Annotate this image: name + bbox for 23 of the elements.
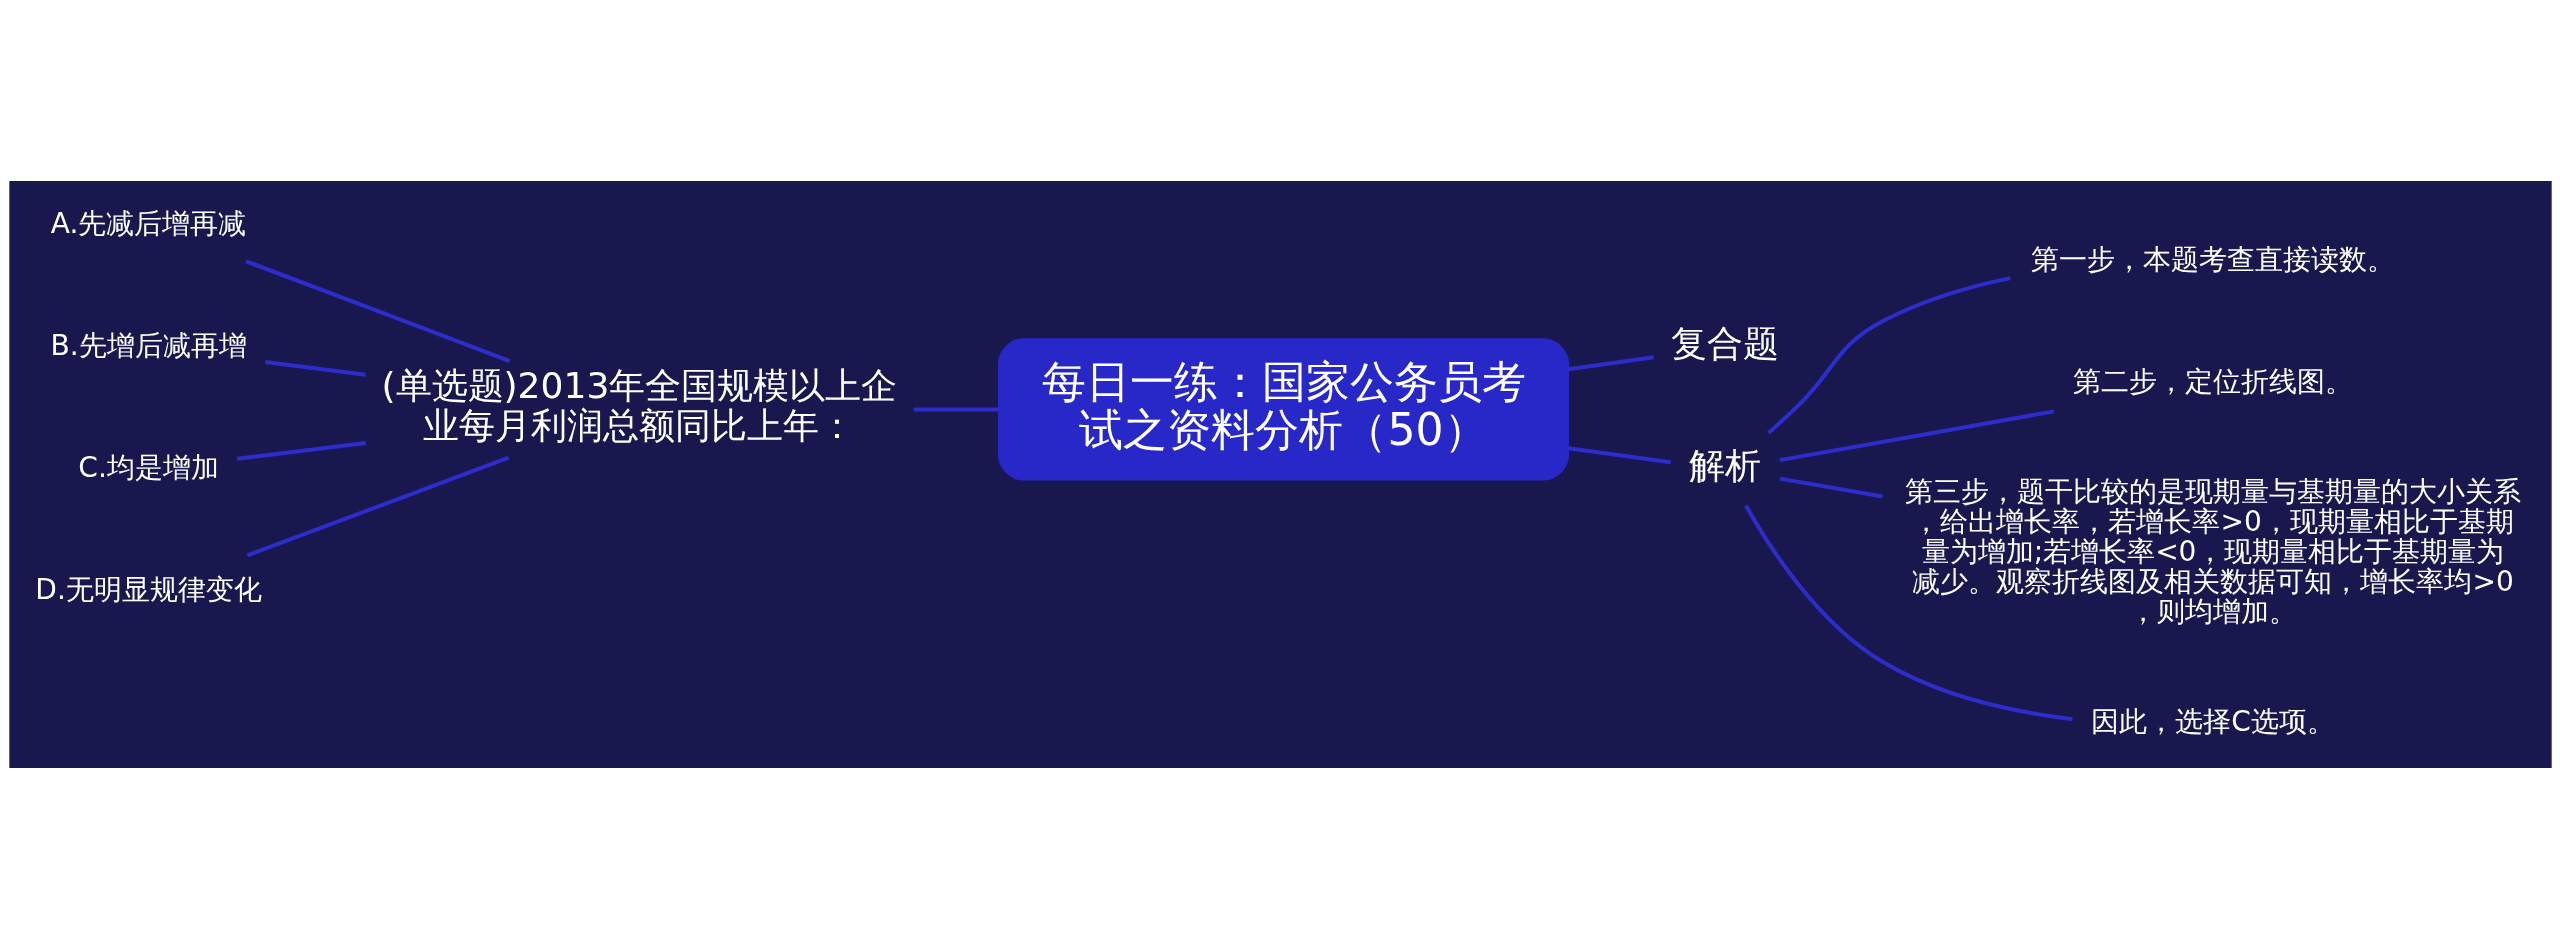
node-text: 因此，选择C选项。 — [2090, 705, 2335, 739]
node-text: D.无明显规律变化 — [34, 573, 262, 607]
node-text: 第二步，定位折线图。 — [2072, 364, 2353, 398]
connector — [1779, 409, 2054, 463]
connector — [236, 440, 366, 461]
node-text: A.先减后增再减 — [50, 206, 246, 240]
node-text: 第三步，题干比较的是现期量与基期量的大小关系，给出增长率，若增长率>0，现期量相比于基期量为增加;若增长率<0，现期量相比于基期量为减少。观察折线图及相关数据可知，增长率均>0，则均增加。 — [1904, 474, 2521, 629]
connector — [1567, 355, 1654, 372]
connector — [1743, 504, 2073, 722]
connector — [244, 259, 510, 363]
node-box: 每日一练：国家公务员考试之资料分析（50） — [997, 338, 1569, 481]
connector — [1766, 276, 2010, 435]
connector — [246, 455, 509, 558]
node-text: (单选题)2013年全国规模以上企业每月利润总额同比上年： — [380, 365, 897, 448]
node-text: 第一步，本题考查直接读数。 — [2030, 242, 2395, 276]
node-text: B.先增后减再增 — [49, 328, 247, 362]
node-text: 解析 — [1688, 445, 1761, 488]
connector — [913, 407, 999, 412]
connector — [1567, 446, 1671, 465]
connector — [264, 359, 366, 377]
node-text: C.均是增加 — [77, 450, 219, 484]
node-text: 复合题 — [1670, 323, 1779, 366]
connector — [1779, 476, 1883, 499]
